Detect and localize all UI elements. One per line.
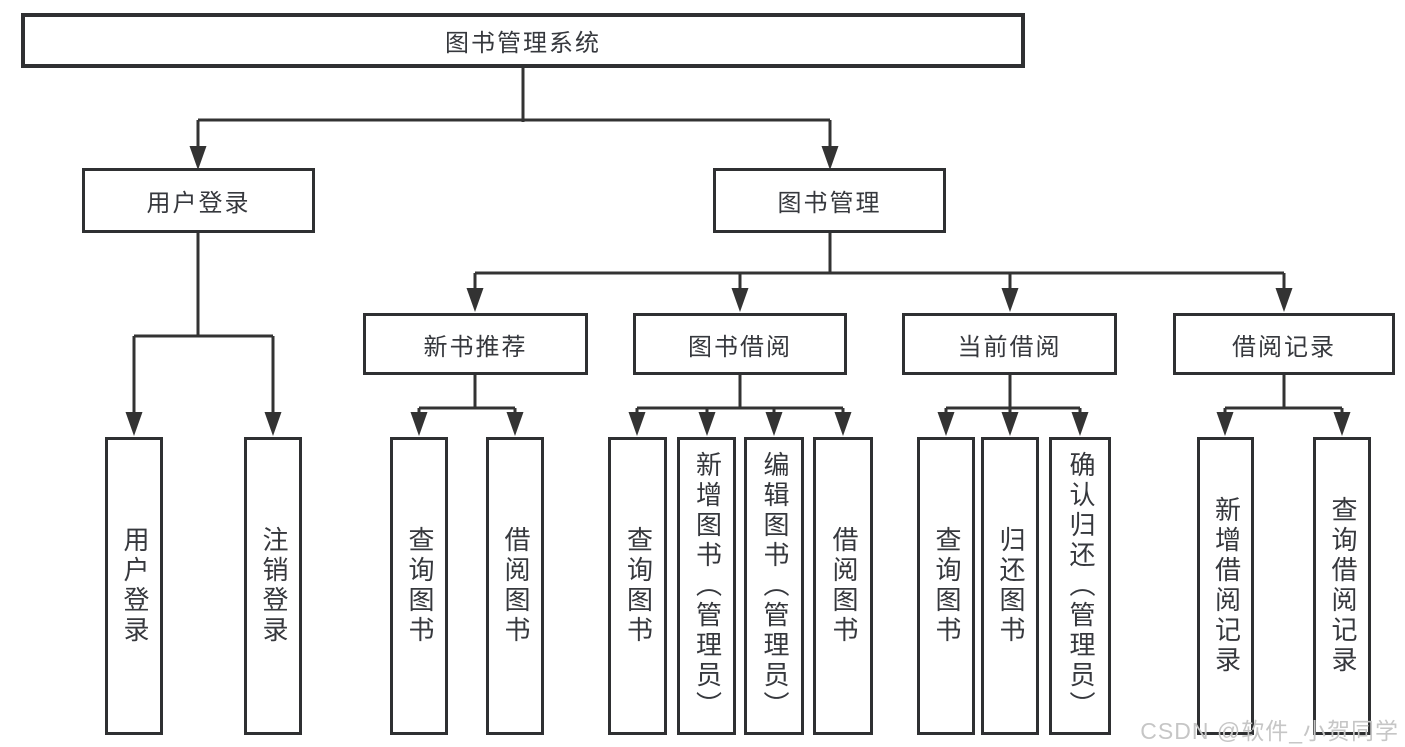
node-library-management-system: 图书管理系统 <box>21 13 1025 68</box>
node-label: 借阅记录 <box>1232 333 1336 361</box>
arrow-down-icon <box>834 412 852 436</box>
arrow-down-icon <box>410 412 428 436</box>
node-book-management: 图书管理 <box>713 168 946 233</box>
arrowhead-icons <box>125 146 1351 436</box>
arrow-down-icon <box>1001 412 1019 436</box>
leaf-user-login: 用户登录 <box>105 437 163 735</box>
elbow-connectors <box>132 68 1344 414</box>
node-label: 图书管理 <box>777 190 882 217</box>
node-label: 注销登录 <box>258 526 289 646</box>
arrow-down-icon <box>189 146 207 170</box>
node-book-borrowing: 图书借阅 <box>633 313 847 375</box>
arrow-down-icon <box>698 412 716 436</box>
node-label: 确认归还（管理员） <box>1065 451 1096 721</box>
arrow-down-icon <box>1275 288 1293 312</box>
node-label: 编辑图书（管理员） <box>759 451 790 721</box>
node-label: 查询图书 <box>623 526 654 646</box>
node-borrowing-records: 借阅记录 <box>1173 313 1395 375</box>
node-label: 查询图书 <box>404 526 435 646</box>
leaf-borrowing-borrow-books: 借阅图书 <box>813 437 873 735</box>
arrow-down-icon <box>1001 288 1019 312</box>
arrow-down-icon <box>1071 412 1089 436</box>
leaf-recommend-borrow-books: 借阅图书 <box>486 437 544 735</box>
node-label: 查询借阅记录 <box>1327 496 1358 676</box>
node-label: 新书推荐 <box>423 333 528 361</box>
node-label: 新增借阅记录 <box>1211 496 1242 676</box>
arrow-down-icon <box>506 412 524 436</box>
arrow-down-icon <box>264 412 282 436</box>
leaf-current-query-books: 查询图书 <box>917 437 975 735</box>
node-label: 用户登录 <box>146 190 251 217</box>
leaf-current-return-books: 归还图书 <box>981 437 1039 735</box>
leaf-records-add-borrow-record: 新增借阅记录 <box>1197 437 1254 735</box>
node-user-login: 用户登录 <box>82 168 315 233</box>
arrow-down-icon <box>937 412 955 436</box>
leaf-current-confirm-return-admin: 确认归还（管理员） <box>1049 437 1111 735</box>
csdn-watermark: CSDN @软件_小贺同学 <box>1140 718 1399 744</box>
leaf-recommend-query-books: 查询图书 <box>390 437 448 735</box>
arrow-down-icon <box>821 146 839 170</box>
arrow-down-icon <box>1333 412 1351 436</box>
leaf-borrowing-edit-books-admin: 编辑图书（管理员） <box>744 437 804 735</box>
node-new-book-recommendation: 新书推荐 <box>363 313 588 375</box>
arrow-down-icon <box>731 288 749 312</box>
node-label: 图书管理系统 <box>445 30 601 57</box>
arrow-down-icon <box>125 412 143 436</box>
arrow-down-icon <box>765 412 783 436</box>
node-label: 新增图书（管理员） <box>692 451 723 721</box>
leaf-borrowing-query-books: 查询图书 <box>608 437 667 735</box>
node-current-borrowing: 当前借阅 <box>902 313 1117 375</box>
node-label: 当前借阅 <box>957 333 1062 361</box>
node-label: 查询图书 <box>931 526 962 646</box>
arrow-down-icon <box>1216 412 1234 436</box>
leaf-records-query-borrow-record: 查询借阅记录 <box>1313 437 1371 735</box>
node-label: 图书借阅 <box>688 333 792 361</box>
node-label: 借阅图书 <box>500 526 531 646</box>
leaf-logout: 注销登录 <box>244 437 302 735</box>
arrow-down-icon <box>628 412 646 436</box>
node-label: 归还图书 <box>995 526 1026 646</box>
node-label: 用户登录 <box>119 526 150 646</box>
leaf-borrowing-add-books-admin: 新增图书（管理员） <box>677 437 736 735</box>
node-label: 借阅图书 <box>828 526 859 646</box>
arrow-down-icon <box>466 288 484 312</box>
